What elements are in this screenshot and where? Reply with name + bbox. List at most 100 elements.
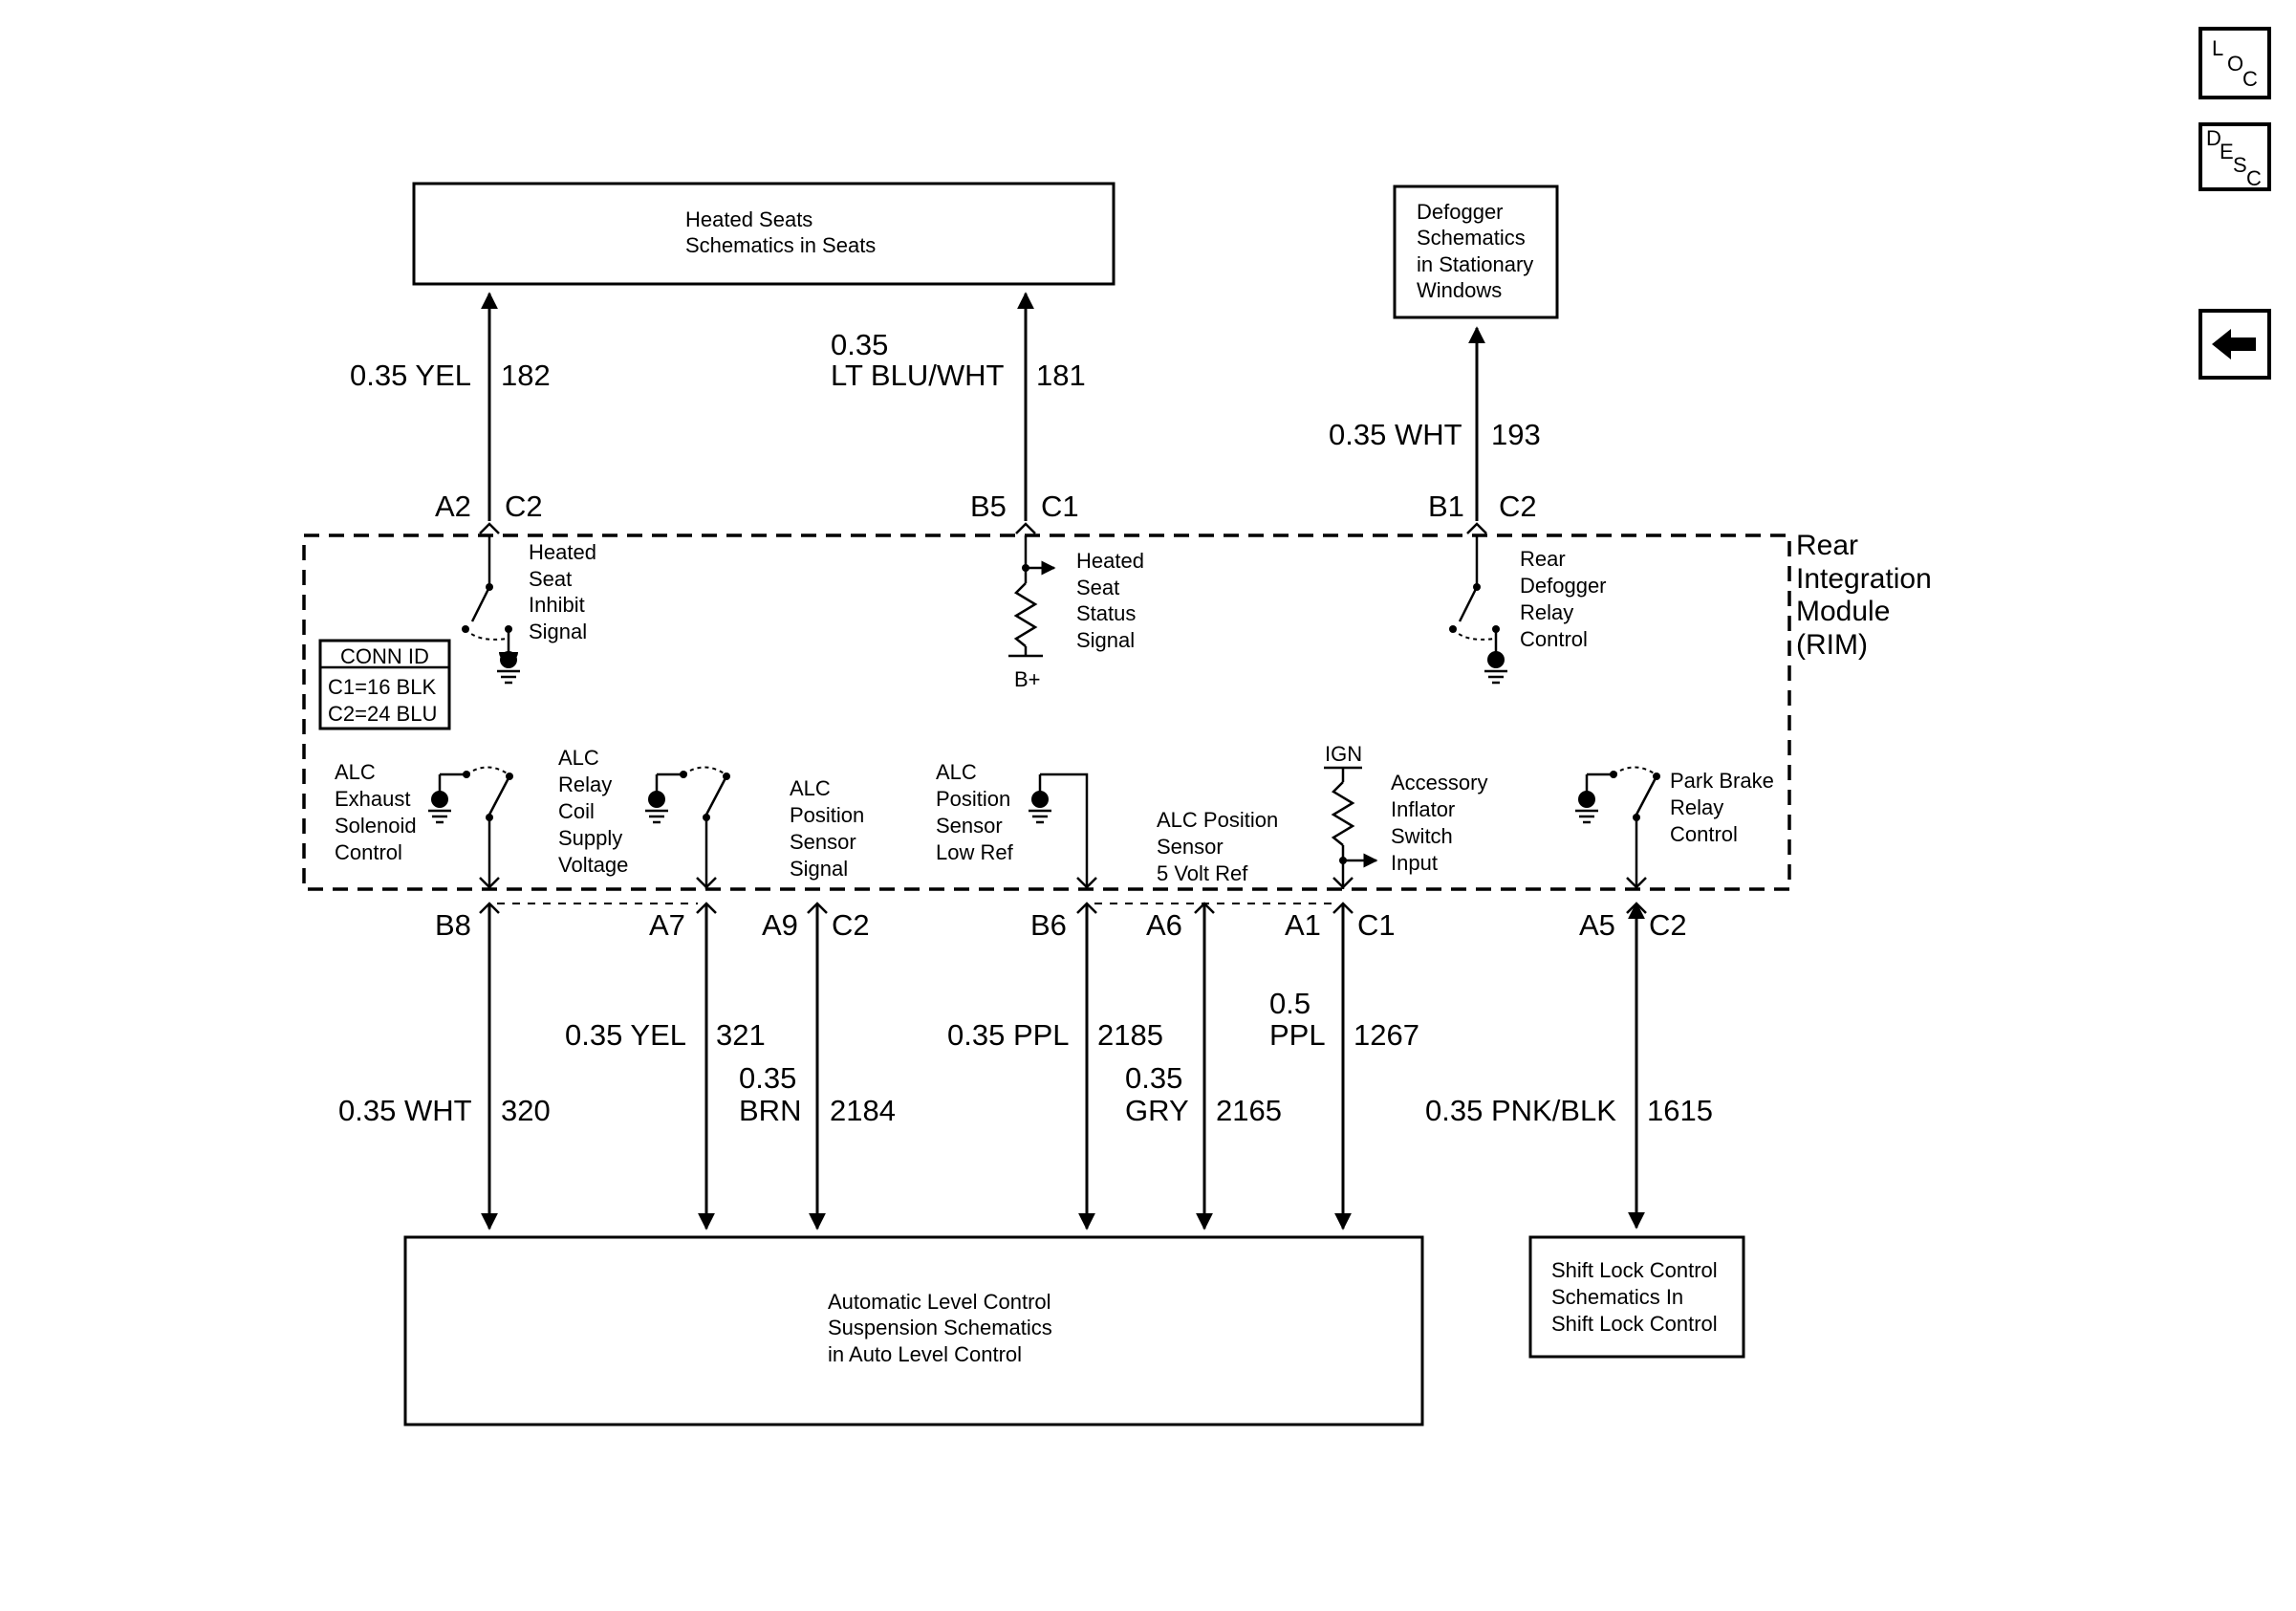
wire-320: B8 0.35 WHT 320: [338, 902, 551, 1230]
svg-text:Automatic Level Control: Automatic Level Control: [828, 1290, 1051, 1314]
svg-text:Status: Status: [1076, 601, 1136, 625]
svg-text:Relay: Relay: [558, 773, 612, 796]
svg-text:182: 182: [501, 359, 551, 392]
svg-text:0.35: 0.35: [1125, 1061, 1182, 1095]
svg-text:D: D: [2206, 126, 2221, 150]
svg-text:0.35 YEL: 0.35 YEL: [350, 359, 471, 392]
svg-text:1615: 1615: [1647, 1094, 1713, 1127]
ground-icon: [645, 773, 683, 824]
desc-button[interactable]: D E S C: [2199, 122, 2271, 191]
svg-text:Low Ref: Low Ref: [936, 840, 1014, 864]
svg-text:0.35 PPL: 0.35 PPL: [947, 1018, 1070, 1052]
svg-text:Seat: Seat: [1076, 576, 1119, 599]
svg-text:L: L: [2212, 36, 2223, 60]
svg-text:Windows: Windows: [1417, 278, 1502, 302]
svg-text:Seat: Seat: [529, 567, 572, 591]
wire-2184: A9 C2 0.35 BRN 2184: [739, 902, 896, 1230]
svg-text:ALC: ALC: [335, 760, 376, 784]
svg-text:C2: C2: [1499, 490, 1537, 523]
svg-text:Shift Lock Control: Shift Lock Control: [1551, 1258, 1718, 1282]
svg-text:2185: 2185: [1097, 1018, 1163, 1052]
ground-icon: [497, 651, 520, 685]
shift-lock-box: Shift Lock Control Schematics In Shift L…: [1528, 1235, 1745, 1359]
svg-text:Solenoid: Solenoid: [335, 814, 417, 838]
svg-text:B8: B8: [435, 908, 471, 942]
conn-id-table: CONN ID C1=16 BLK C2=24 BLU: [318, 639, 451, 730]
heated-seat-inhibit-switch: Heated Seat Inhibit Signal: [462, 535, 596, 685]
svg-text:ALC: ALC: [790, 776, 831, 800]
svg-text:0.35 YEL: 0.35 YEL: [565, 1018, 686, 1052]
svg-text:in Auto Level Control: in Auto Level Control: [828, 1342, 1022, 1366]
svg-text:Module: Module: [1796, 596, 1890, 627]
svg-text:A2: A2: [435, 490, 471, 523]
svg-text:S: S: [2233, 153, 2247, 177]
svg-text:Relay: Relay: [1670, 795, 1723, 819]
svg-text:Heated Seats: Heated Seats: [685, 207, 812, 231]
svg-text:ALC: ALC: [936, 760, 977, 784]
svg-text:C1=16 BLK: C1=16 BLK: [328, 675, 436, 699]
defogger-box: Defogger Schematics in Stationary Window…: [1393, 185, 1559, 319]
svg-text:2184: 2184: [830, 1094, 896, 1127]
svg-text:Signal: Signal: [529, 620, 587, 643]
svg-text:0.35: 0.35: [831, 328, 888, 361]
svg-text:B5: B5: [970, 490, 1007, 523]
svg-text:0.35: 0.35: [739, 1061, 796, 1095]
svg-text:Inflator: Inflator: [1391, 797, 1455, 821]
alc-relay-coil-switch: ALC Relay Coil Supply Voltage: [558, 746, 730, 889]
wire-2165: A6 0.35 GRY 2165: [1125, 902, 1282, 1230]
wire-1267: A1 C1 0.5 PPL 1267: [1269, 902, 1419, 1230]
svg-text:Control: Control: [1520, 627, 1588, 651]
left-arrow-icon: [2212, 329, 2256, 359]
alc-suspension-box: Automatic Level Control Suspension Schem…: [403, 1235, 1424, 1426]
svg-text:ALC Position: ALC Position: [1157, 808, 1278, 832]
ground-icon: [1029, 774, 1051, 824]
svg-text:(RIM): (RIM): [1796, 629, 1868, 661]
svg-text:Input: Input: [1391, 851, 1438, 875]
accessory-inflator-resistor: IGN Accessory Inflator Switch Input: [1324, 742, 1487, 889]
svg-text:ALC: ALC: [558, 746, 599, 770]
svg-text:Exhaust: Exhaust: [335, 787, 411, 811]
loc-button[interactable]: L O C: [2199, 27, 2271, 99]
svg-text:Coil: Coil: [558, 799, 595, 823]
park-brake-relay-switch: Park Brake Relay Control: [1575, 766, 1774, 889]
svg-text:LT BLU/WHT: LT BLU/WHT: [831, 359, 1004, 392]
alc-position-sensor-low-ref: ALC Position Sensor Low Ref: [936, 760, 1097, 889]
svg-text:Sensor: Sensor: [1157, 835, 1224, 859]
svg-text:Position: Position: [790, 803, 864, 827]
svg-text:0.35 WHT: 0.35 WHT: [1329, 418, 1462, 451]
svg-text:C2: C2: [1649, 908, 1687, 942]
svg-text:Heated: Heated: [1076, 549, 1144, 573]
svg-text:193: 193: [1491, 418, 1541, 451]
svg-text:Schematics: Schematics: [1417, 226, 1526, 250]
heated-seats-box: Heated Seats Schematics in Seats: [412, 182, 1116, 286]
svg-text:0.35 PNK/BLK: 0.35 PNK/BLK: [1425, 1094, 1616, 1127]
svg-text:Inhibit: Inhibit: [529, 593, 585, 617]
svg-text:GRY: GRY: [1125, 1094, 1189, 1127]
wire-181: 0.35 LT BLU/WHT 181 B5 C1: [831, 292, 1086, 534]
svg-text:0.35 WHT: 0.35 WHT: [338, 1094, 472, 1127]
svg-text:Sensor: Sensor: [790, 830, 856, 854]
back-button[interactable]: [2199, 309, 2271, 380]
svg-text:Shift Lock Control: Shift Lock Control: [1551, 1312, 1718, 1336]
svg-text:C2=24 BLU: C2=24 BLU: [328, 702, 437, 726]
ground-icon: [428, 773, 466, 824]
svg-text:Signal: Signal: [1076, 628, 1135, 652]
svg-text:A7: A7: [649, 908, 685, 942]
svg-text:PPL: PPL: [1269, 1018, 1326, 1052]
svg-text:Position: Position: [936, 787, 1010, 811]
svg-text:C2: C2: [832, 908, 870, 942]
wire-321: A7 0.35 YEL 321: [565, 902, 766, 1230]
svg-text:5 Volt Ref: 5 Volt Ref: [1157, 861, 1248, 885]
svg-text:C2: C2: [505, 490, 543, 523]
svg-text:in Stationary: in Stationary: [1417, 252, 1533, 276]
rim-module: Rear Integration Module (RIM): [302, 530, 1932, 891]
svg-text:C1: C1: [1357, 908, 1396, 942]
wire-1615: A5 C2 0.35 PNK/BLK 1615: [1425, 902, 1713, 1230]
svg-text:Defogger: Defogger: [1417, 200, 1504, 224]
alc-position-sensor-5v-ref: ALC Position Sensor 5 Volt Ref: [1157, 808, 1278, 885]
svg-text:Suspension Schematics: Suspension Schematics: [828, 1316, 1052, 1339]
svg-text:BRN: BRN: [739, 1094, 801, 1127]
svg-text:Schematics in Seats: Schematics in Seats: [685, 233, 876, 257]
svg-text:A6: A6: [1146, 908, 1182, 942]
